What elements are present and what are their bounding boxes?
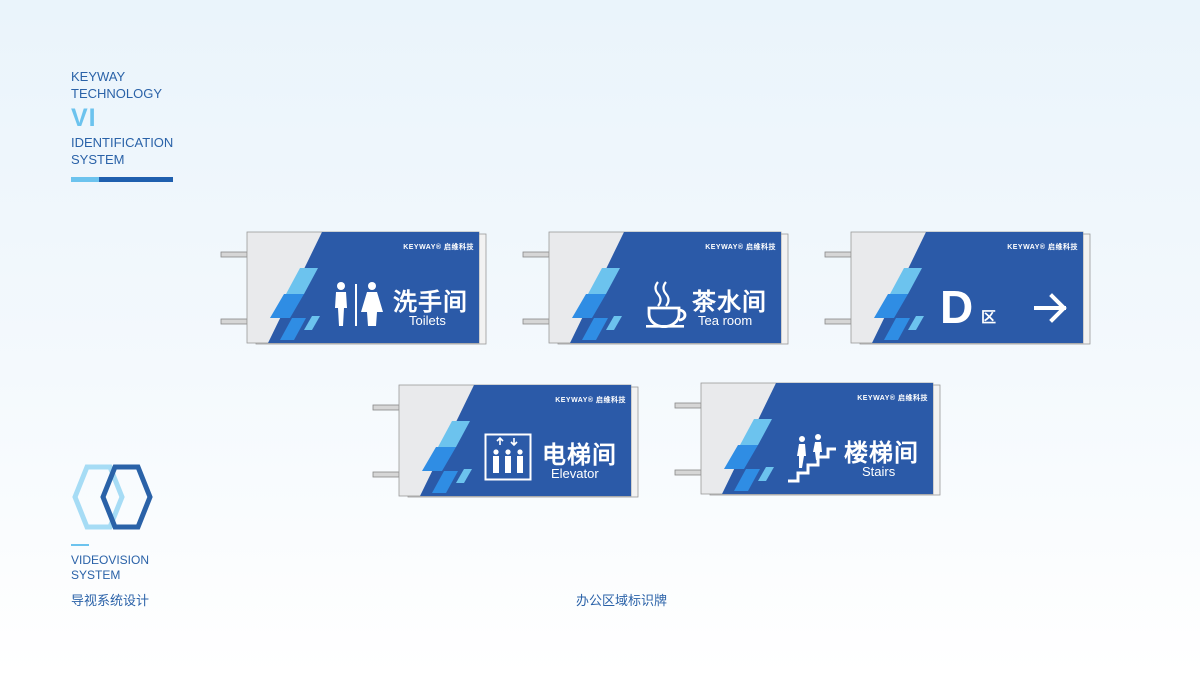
page-caption: 办公区域标识牌 bbox=[576, 593, 668, 608]
sign-title-cn: 茶水间 bbox=[692, 289, 767, 316]
sign-tea-room: KEYWAY® 启维科技 茶水间 Tea room bbox=[522, 230, 792, 346]
arrow-right-icon bbox=[1034, 293, 1067, 323]
restroom-icon bbox=[335, 282, 383, 326]
sign-title-en: Stairs bbox=[862, 464, 896, 479]
stairs-icon bbox=[788, 434, 836, 483]
brand-vi: VI bbox=[71, 104, 97, 132]
brand-color-bar bbox=[71, 177, 173, 182]
sign-logo: KEYWAY® 启维科技 bbox=[555, 397, 626, 404]
sign-body bbox=[824, 231, 1091, 345]
brand-line-technology: TECHNOLOGY bbox=[71, 86, 163, 101]
zone-label: 区 bbox=[981, 309, 997, 326]
sign-stairs: KEYWAY® 启维科技 楼梯间 Stairs bbox=[674, 381, 944, 497]
elevator-icon bbox=[484, 433, 532, 481]
sign-title-cn: 洗手间 bbox=[393, 289, 468, 316]
brand-line-identification: IDENTIFICATION bbox=[71, 135, 174, 150]
sign-toilets: KEYWAY® 启维科技 洗手间 Toilets bbox=[220, 230, 490, 346]
sign-title-en: Tea room bbox=[698, 313, 753, 328]
brand-block: KEYWAY TECHNOLOGY VI IDENTIFICATION SYST… bbox=[71, 68, 173, 182]
sign-logo: KEYWAY® 启维科技 bbox=[705, 244, 776, 251]
sign-title-cn: 电梯间 bbox=[542, 442, 617, 469]
videovision-label: VIDEOVISION SYSTEM bbox=[71, 553, 149, 583]
zone-letter: D bbox=[940, 281, 974, 333]
videovision-line1: VIDEOVISION bbox=[71, 553, 150, 567]
sign-title-en: Elevator bbox=[551, 466, 599, 481]
coffee-cup-icon bbox=[646, 281, 687, 328]
guide-system-label: 导视系统设计 bbox=[71, 593, 150, 608]
sign-title-cn: 楼梯间 bbox=[844, 440, 919, 467]
sign-logo: KEYWAY® 启维科技 bbox=[403, 244, 474, 251]
video-accent-bar bbox=[71, 544, 89, 546]
sign-logo: KEYWAY® 启维科技 bbox=[857, 395, 928, 402]
sign-d-zone: KEYWAY® 启维科技 D 区 bbox=[824, 230, 1094, 346]
brand-line-keyway: KEYWAY bbox=[71, 69, 126, 84]
sign-title-en: Toilets bbox=[409, 313, 446, 328]
videovision-line2: SYSTEM bbox=[71, 568, 121, 582]
brand-line-system: SYSTEM bbox=[71, 152, 125, 167]
sign-logo: KEYWAY® 启维科技 bbox=[1007, 244, 1078, 251]
hexagon-logo-icon bbox=[72, 464, 153, 530]
sign-elevator: KEYWAY® 启维科技 电梯间 Elevator bbox=[372, 383, 642, 499]
